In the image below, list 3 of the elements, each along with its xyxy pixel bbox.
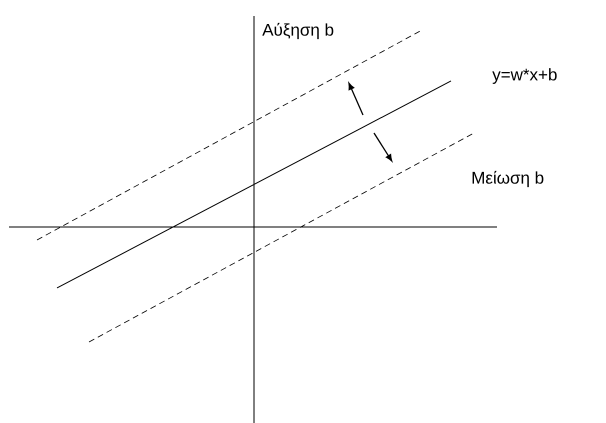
axis-label: Αύξηση b — [262, 22, 334, 40]
axis-label: y=w*x+b — [492, 68, 557, 84]
axis-label: Μείωση b — [472, 170, 544, 188]
